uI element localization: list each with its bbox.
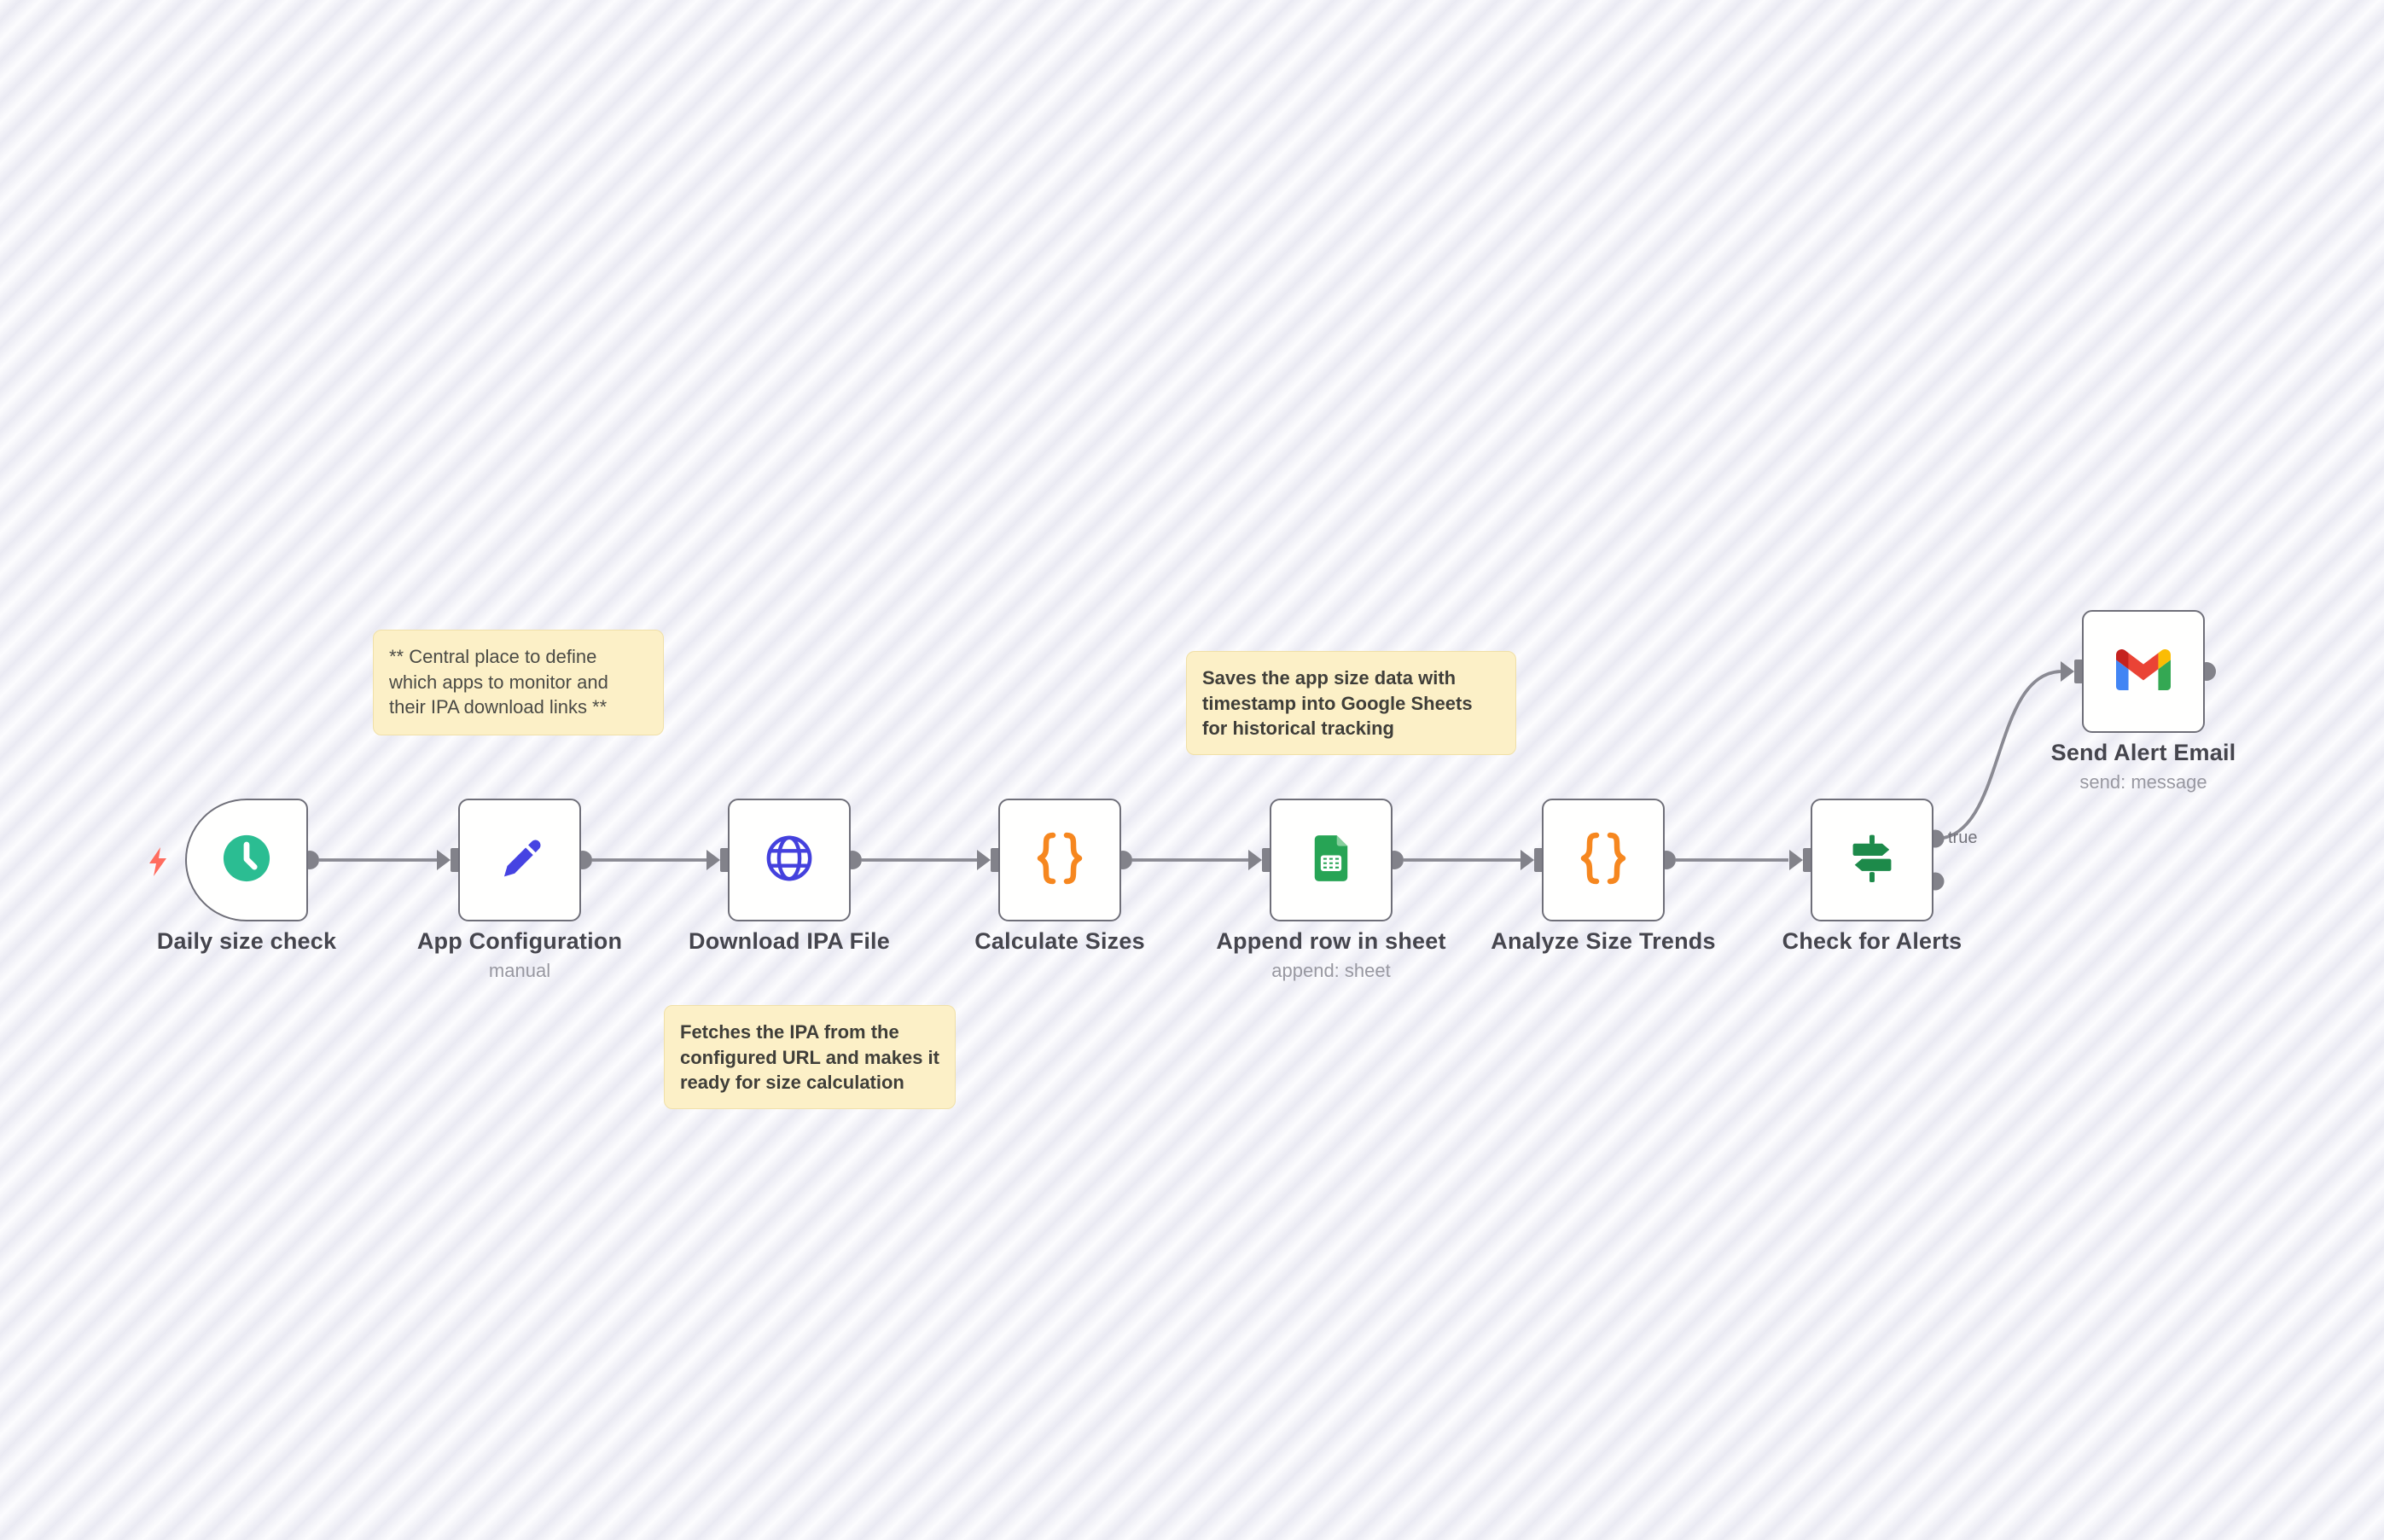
clock-schedule-icon bbox=[222, 834, 271, 887]
node-label: Daily size check bbox=[156, 928, 337, 954]
node-subtitle: append: sheet bbox=[1271, 960, 1391, 981]
trigger-bolt-icon bbox=[147, 846, 169, 882]
node-send-alert-email[interactable]: Send Alert Email send: message bbox=[2051, 610, 2236, 793]
globe-icon bbox=[765, 834, 814, 887]
gmail-icon bbox=[2116, 648, 2171, 694]
node-label: Check for Alerts bbox=[1782, 928, 1962, 954]
sticky-note-text: Saves the app size data with timestamp i… bbox=[1202, 667, 1473, 739]
input-arrow-icon bbox=[1248, 850, 1262, 870]
node-download-ipa-file[interactable]: Download IPA File bbox=[689, 799, 890, 954]
code-braces-icon bbox=[1578, 831, 1629, 890]
node-label: Append row in sheet bbox=[1216, 928, 1446, 954]
sticky-note-sheets[interactable]: Saves the app size data with timestamp i… bbox=[1186, 651, 1516, 755]
input-arrow-icon bbox=[1521, 850, 1534, 870]
node-calculate-sizes[interactable]: Calculate Sizes bbox=[974, 799, 1145, 954]
input-arrow-icon bbox=[977, 850, 991, 870]
node-check-for-alerts[interactable]: Check for Alerts bbox=[1782, 799, 1962, 954]
node-label: App Configuration bbox=[416, 928, 623, 954]
input-arrow-icon bbox=[437, 850, 451, 870]
node-label: Analyze Size Trends bbox=[1491, 928, 1716, 954]
node-app-configuration[interactable]: App Configuration manual bbox=[417, 799, 622, 981]
node-label: Calculate Sizes bbox=[974, 928, 1145, 954]
signpost-if-icon bbox=[1846, 832, 1898, 889]
node-subtitle: manual bbox=[488, 960, 551, 981]
node-label: Download IPA File bbox=[689, 928, 890, 954]
node-analyze-size-trends[interactable]: Analyze Size Trends bbox=[1491, 799, 1716, 954]
sticky-note-text: Fetches the IPA from the configured URL … bbox=[680, 1021, 939, 1093]
input-arrow-icon bbox=[1789, 850, 1803, 870]
node-label: Send Alert Email bbox=[2050, 740, 2236, 765]
branch-label-true: true bbox=[1948, 828, 1978, 847]
code-braces-icon bbox=[1034, 831, 1085, 890]
node-append-row-in-sheet[interactable]: Append row in sheet append: sheet bbox=[1216, 799, 1445, 981]
pencil-icon bbox=[493, 832, 546, 889]
sticky-note-app-config[interactable]: ** Central place to define which apps to… bbox=[373, 630, 664, 735]
google-sheets-icon bbox=[1310, 833, 1352, 888]
node-subtitle: send: message bbox=[2079, 771, 2207, 793]
sticky-note-text: ** Central place to define which apps to… bbox=[389, 646, 608, 718]
node-daily-size-check[interactable]: Daily size check bbox=[149, 799, 336, 954]
input-arrow-icon bbox=[706, 850, 720, 870]
sticky-note-download[interactable]: Fetches the IPA from the configured URL … bbox=[664, 1005, 956, 1109]
input-arrow-icon bbox=[2061, 661, 2074, 682]
connection-true-branch[interactable] bbox=[1934, 670, 2063, 840]
